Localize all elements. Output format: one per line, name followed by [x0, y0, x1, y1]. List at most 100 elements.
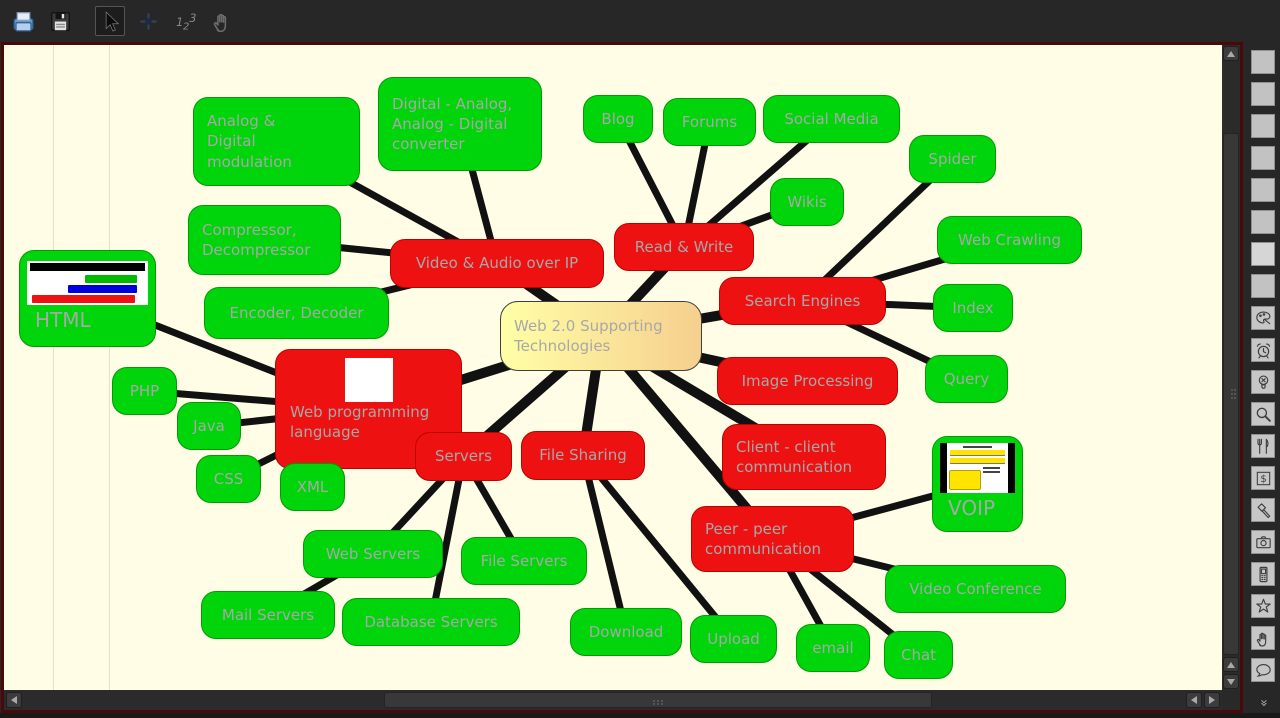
flags-toolbar: $»	[1246, 42, 1280, 718]
mindmap-node-index[interactable]: Index	[933, 284, 1013, 332]
mindmap-node-servers[interactable]: Servers	[415, 432, 512, 481]
scroll-up-button[interactable]	[1223, 46, 1239, 61]
vertical-scrollbar[interactable]	[1222, 45, 1240, 690]
pan-hand-button[interactable]	[208, 7, 236, 35]
horizontal-scrollbar-track[interactable]	[22, 690, 1184, 710]
svg-text:2: 2	[183, 21, 189, 32]
node-label: Analog & Digital modulation	[207, 112, 292, 171]
mindmap-node-java[interactable]: Java	[177, 402, 241, 450]
flag-alarm-clock-button[interactable]	[1251, 338, 1275, 362]
flag-palette-button[interactable]	[1251, 306, 1275, 330]
mindmap-node-file-sharing[interactable]: File Sharing	[521, 431, 645, 480]
mindmap-node-spider[interactable]: Spider	[909, 135, 996, 183]
flag-blank-slot-7[interactable]	[1251, 242, 1275, 266]
save-button[interactable]	[46, 7, 74, 35]
mindmap-node-read-write[interactable]: Read & Write	[614, 223, 754, 271]
flag-blank-slot-4[interactable]	[1251, 146, 1275, 170]
mindmap-node-da-ad-converter[interactable]: Digital - Analog, Analog - Digital conve…	[378, 77, 542, 171]
mindmap-node-email[interactable]: email	[796, 624, 870, 672]
node-label: Search Engines	[744, 291, 861, 310]
node-label: VOIP	[948, 496, 996, 520]
node-label: Wikis	[787, 192, 827, 211]
scroll-left-button[interactable]	[6, 692, 22, 708]
white-rectangle-image	[344, 358, 393, 402]
select-arrow-button[interactable]	[95, 6, 125, 36]
magnifier-icon	[1256, 407, 1271, 422]
node-label: email	[812, 638, 854, 657]
mindmap-node-video-audio-over-ip[interactable]: Video & Audio over IP	[390, 239, 604, 288]
scroll-down-button[interactable]	[1223, 674, 1239, 689]
scroll-left-button-right[interactable]	[1186, 692, 1202, 708]
flag-lightbulb-button[interactable]	[1251, 370, 1275, 394]
mindmap-node-database-servers[interactable]: Database Servers	[342, 598, 520, 646]
grip-icon	[1231, 389, 1233, 391]
horizontal-scrollbar[interactable]	[4, 690, 1222, 710]
svg-text:$: $	[1260, 474, 1266, 485]
arrow-left-icon	[11, 696, 17, 704]
mindmap-node-center[interactable]: Web 2.0 Supporting Technologies	[500, 301, 702, 371]
print-icon	[13, 11, 33, 31]
save-icon	[50, 11, 70, 31]
dollar-icon: $	[1256, 471, 1270, 485]
flag-magnifier-button[interactable]	[1251, 402, 1275, 426]
mindmap-node-forums[interactable]: Forums	[663, 98, 756, 146]
mindmap-node-query[interactable]: Query	[925, 355, 1008, 403]
mindmap-node-voip[interactable]: VOIP	[932, 436, 1023, 532]
node-label: CSS	[213, 469, 244, 488]
mindmap-node-html[interactable]: HTML	[19, 250, 156, 347]
flag-dollar-button[interactable]: $	[1251, 466, 1275, 490]
flag-blank-slot-3[interactable]	[1251, 114, 1275, 138]
horizontal-scrollbar-thumb[interactable]	[384, 692, 932, 708]
flag-blank-slot-8[interactable]	[1251, 274, 1275, 298]
mindmap-node-social-media[interactable]: Social Media	[763, 95, 900, 143]
node-label: Index	[952, 298, 994, 317]
vertical-scrollbar-thumb[interactable]	[1223, 133, 1239, 655]
pan-hand-icon	[213, 13, 226, 32]
mindmap-node-analog-digital-modulation[interactable]: Analog & Digital modulation	[193, 97, 360, 186]
print-button[interactable]	[9, 7, 37, 35]
flag-blank-slot-6[interactable]	[1251, 210, 1275, 234]
flag-blank-slot-1[interactable]	[1251, 50, 1275, 74]
mindmap-canvas[interactable]: Web 2.0 Supporting Technologies Video & A…	[4, 45, 1222, 690]
flag-cutlery-button[interactable]	[1251, 434, 1275, 458]
mindmap-node-web-crawling[interactable]: Web Crawling	[937, 216, 1082, 264]
node-label: XML	[296, 477, 329, 496]
node-label: HTML	[35, 308, 91, 332]
flag-hammer-button[interactable]	[1251, 498, 1275, 522]
mindmap-node-file-servers[interactable]: File Servers	[461, 537, 587, 585]
mindmap-node-blog[interactable]: Blog	[583, 95, 653, 143]
scroll-up-button-bottom[interactable]	[1223, 657, 1239, 672]
mindmap-node-wikis[interactable]: Wikis	[770, 178, 844, 226]
flag-blank-slot-2[interactable]	[1251, 82, 1275, 106]
flags-overflow-chevron-icon[interactable]: »	[1255, 699, 1271, 706]
flag-blank-slot-5[interactable]	[1251, 178, 1275, 202]
mindmap-node-image-processing[interactable]: Image Processing	[717, 357, 898, 405]
mindmap-node-video-conference[interactable]: Video Conference	[885, 565, 1066, 613]
mindmap-node-chat[interactable]: Chat	[884, 631, 953, 679]
node-label: PHP	[129, 381, 160, 400]
flag-mobile-phone-button[interactable]	[1251, 562, 1275, 586]
mindmap-node-mail-servers[interactable]: Mail Servers	[201, 591, 335, 639]
mindmap-node-web-servers[interactable]: Web Servers	[303, 530, 443, 578]
mindmap-node-download[interactable]: Download	[570, 608, 682, 656]
mindmap-node-encoder-decoder[interactable]: Encoder, Decoder	[204, 287, 389, 339]
mindmap-node-client-client[interactable]: Client - client communication	[722, 424, 886, 490]
node-label: Read & Write	[634, 237, 734, 256]
flag-star-button[interactable]	[1251, 594, 1275, 618]
crosshair-button[interactable]	[134, 7, 162, 35]
mindmap-node-peer-peer[interactable]: Peer - peer communication	[691, 506, 854, 572]
node-label: Video Conference	[909, 579, 1042, 598]
mindmap-node-css[interactable]: CSS	[196, 455, 261, 503]
flag-stop-hand-button[interactable]	[1251, 626, 1275, 650]
mindmap-node-xml[interactable]: XML	[280, 463, 345, 511]
flag-speech-bubble-button[interactable]	[1251, 658, 1275, 682]
mindmap-node-compressor-decompressor[interactable]: Compressor, Decompressor	[188, 205, 341, 275]
mindmap-node-php[interactable]: PHP	[112, 367, 177, 415]
scroll-right-button[interactable]	[1204, 692, 1220, 708]
palette-icon	[1255, 310, 1270, 324]
mindmap-node-search-engines[interactable]: Search Engines	[719, 277, 886, 325]
flag-camera-button[interactable]	[1251, 530, 1275, 554]
mindmap-node-upload[interactable]: Upload	[690, 615, 777, 663]
node-label: Video & Audio over IP	[415, 254, 579, 273]
